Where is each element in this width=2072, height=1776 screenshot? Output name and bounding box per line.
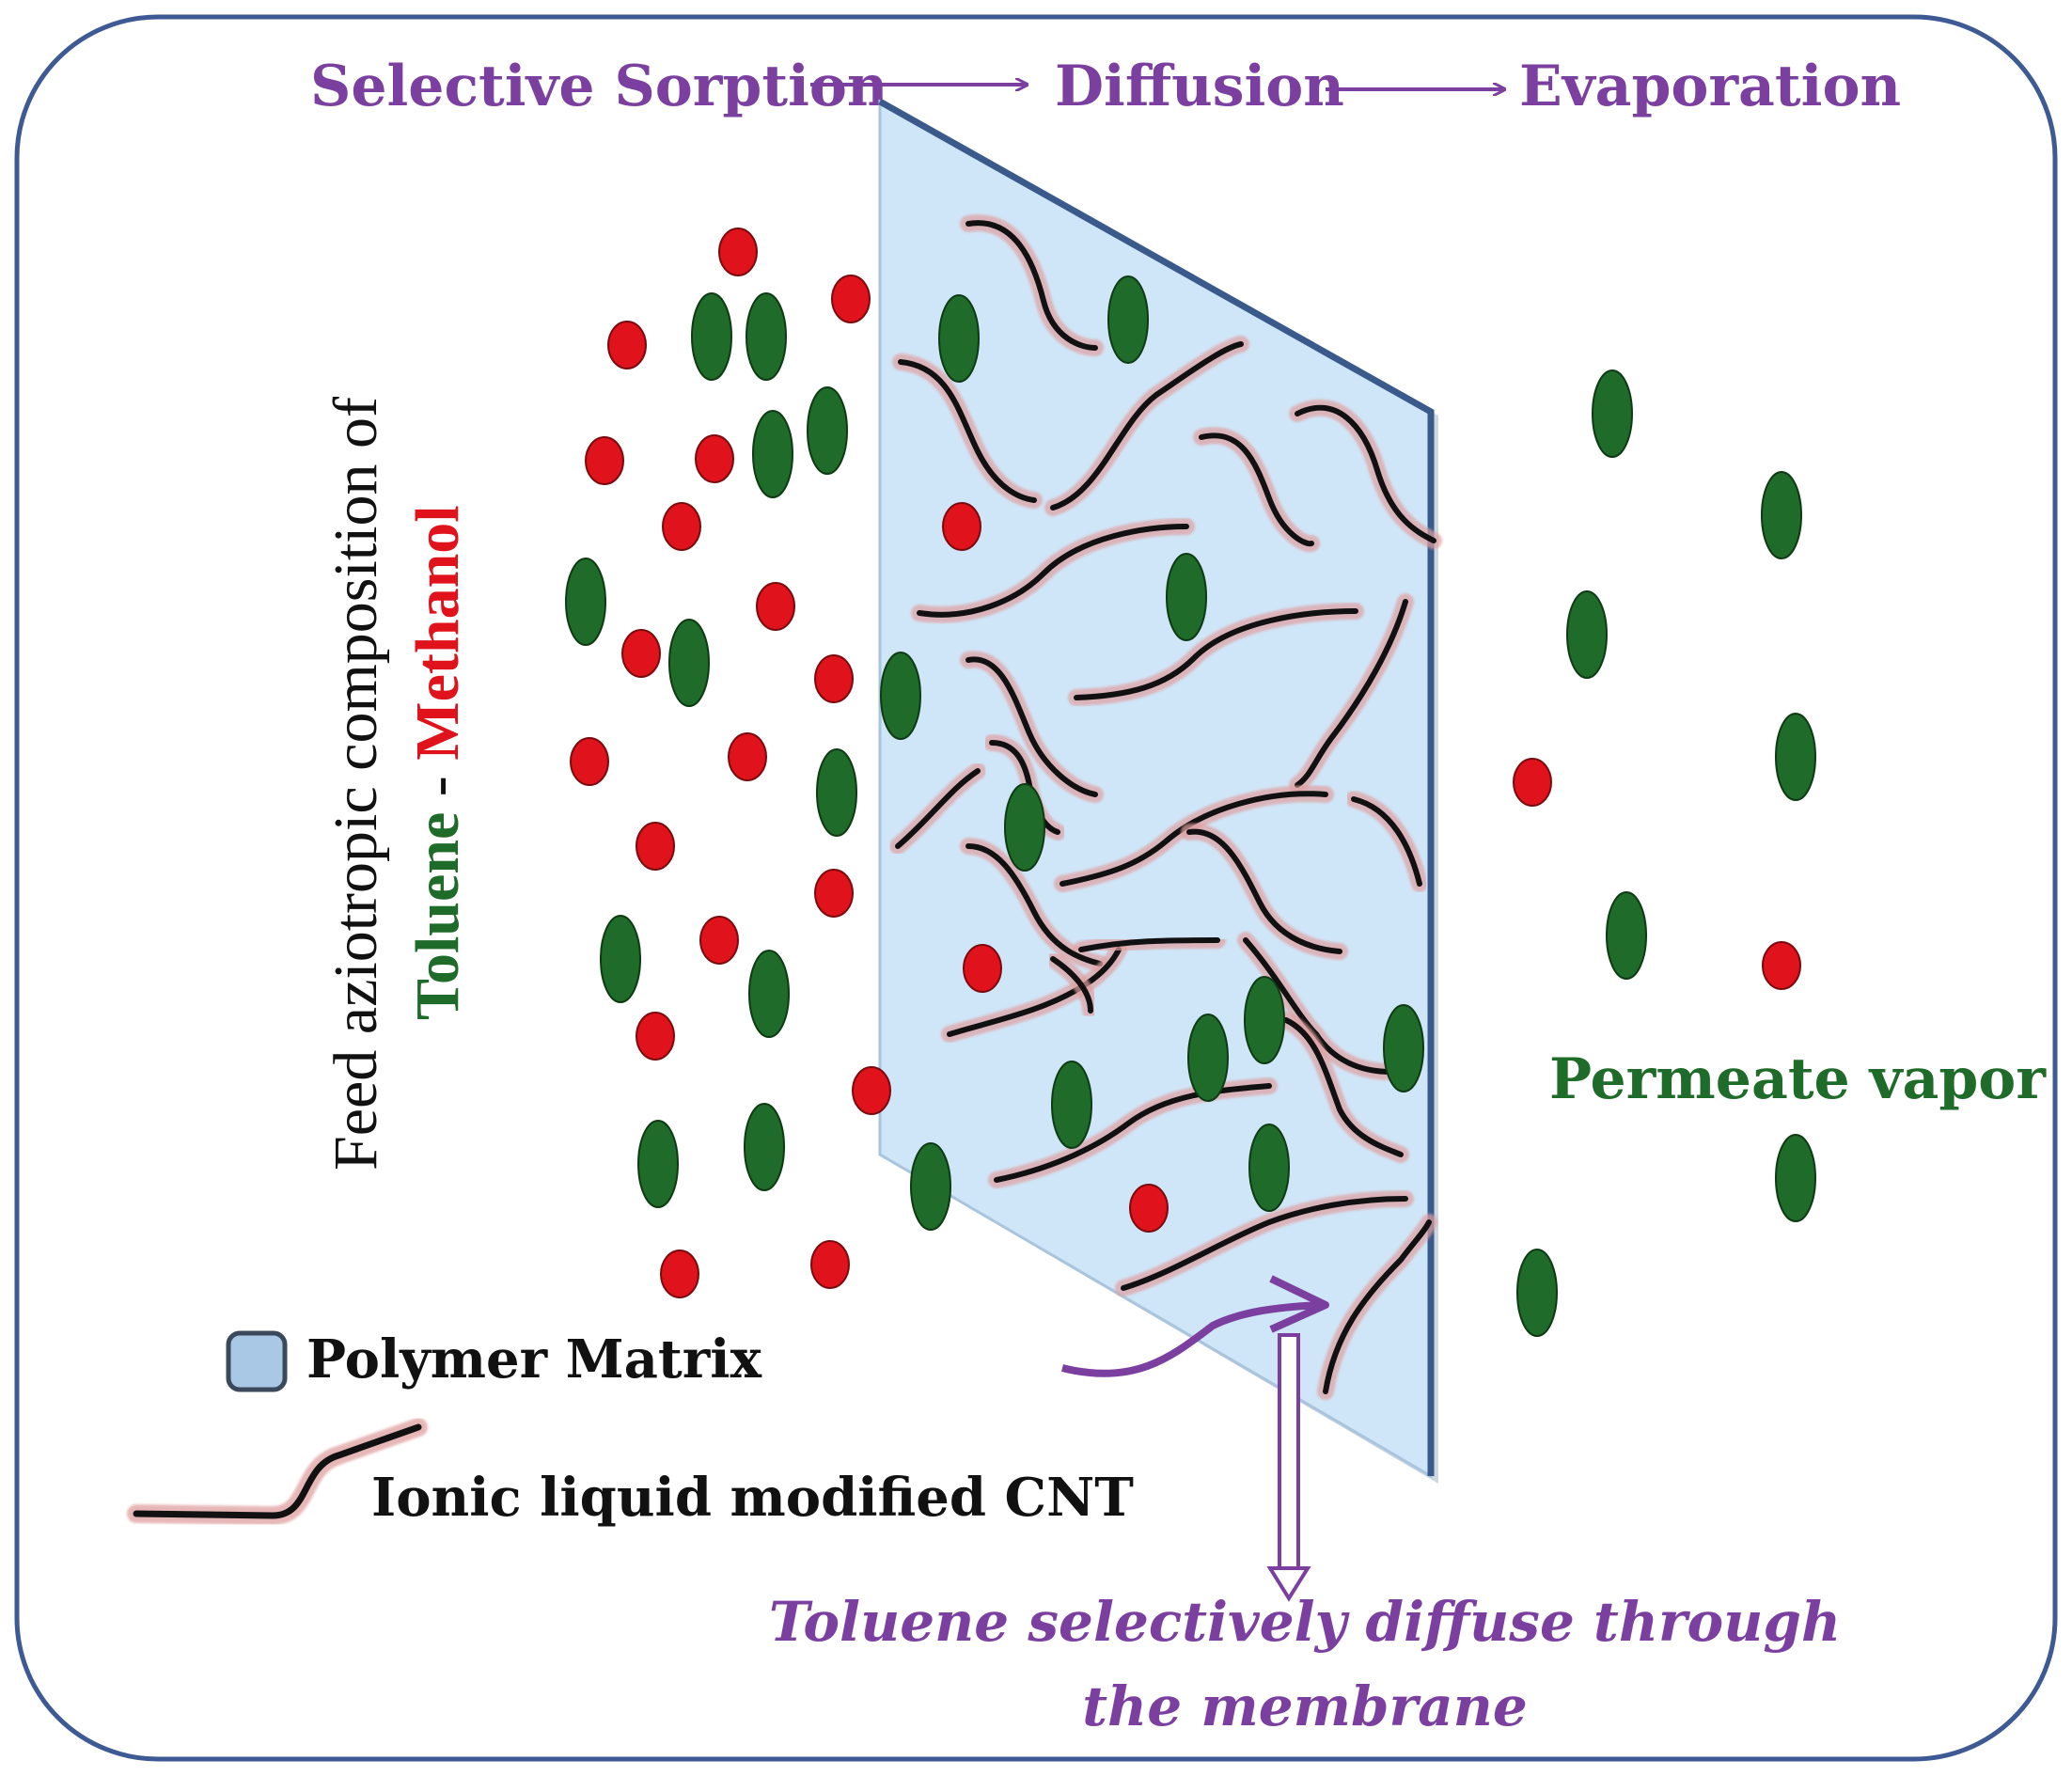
methanol-molecule bbox=[570, 737, 609, 786]
membrane-top-edge bbox=[878, 98, 1435, 1476]
cnt-tube bbox=[965, 220, 1098, 351]
toluene-molecule bbox=[1166, 553, 1207, 641]
permeate-label: Permeate vapor bbox=[1549, 1046, 2047, 1112]
down-arrow bbox=[1266, 1333, 1311, 1602]
cnt-tube bbox=[1186, 828, 1342, 954]
feed-methanol: Methanol bbox=[403, 505, 472, 760]
cnt-tube bbox=[1060, 791, 1328, 887]
toluene-molecule bbox=[938, 294, 980, 383]
methanol-molecule bbox=[814, 869, 854, 918]
methanol-molecule bbox=[718, 228, 758, 276]
cnt-tube bbox=[1199, 432, 1314, 547]
toluene-molecule bbox=[565, 558, 606, 646]
toluene-molecule bbox=[637, 1120, 679, 1208]
cnt-tube bbox=[895, 768, 981, 849]
cnt-tube bbox=[965, 656, 1098, 797]
methanol-molecule bbox=[852, 1066, 891, 1115]
step-evaporation: Evaporation bbox=[1519, 54, 1901, 119]
toluene-molecule bbox=[1107, 275, 1149, 364]
methanol-molecule bbox=[756, 582, 795, 631]
step-diffusion: Diffusion bbox=[1055, 54, 1344, 119]
diffusion-pointer-head bbox=[1269, 1275, 1329, 1333]
toluene-molecule bbox=[1516, 1249, 1558, 1337]
toluene-molecule bbox=[816, 748, 857, 837]
cnt-tube bbox=[1243, 937, 1394, 1075]
feed-label: Feed aziotropic composition of bbox=[322, 397, 390, 1171]
toluene-molecule bbox=[880, 652, 921, 740]
methanol-molecule bbox=[1762, 941, 1801, 990]
cnt-tube bbox=[1295, 404, 1436, 543]
methanol-molecule bbox=[831, 275, 871, 323]
cnt-legend-line bbox=[133, 1423, 422, 1519]
cnt-tube bbox=[1283, 1017, 1404, 1157]
methanol-molecule bbox=[636, 1012, 675, 1061]
toluene-molecule bbox=[668, 619, 710, 707]
toluene-molecule bbox=[746, 292, 787, 381]
feed-toluene: Toluene bbox=[403, 812, 472, 1020]
cnt-tube bbox=[1078, 937, 1220, 952]
membrane bbox=[878, 98, 1438, 1484]
methanol-molecule bbox=[810, 1240, 850, 1289]
cnt-tube bbox=[1074, 608, 1358, 700]
cnt-tube bbox=[1323, 1219, 1432, 1394]
methanol-molecule bbox=[942, 502, 981, 551]
methanol-molecule bbox=[621, 629, 661, 678]
methanol-molecule bbox=[1513, 758, 1552, 807]
methanol-molecule bbox=[585, 436, 624, 485]
cnt-tube bbox=[1050, 956, 1093, 1014]
feed-components: Toluene - Methanol bbox=[403, 505, 472, 1020]
methanol-molecule bbox=[728, 732, 767, 781]
methanol-molecule bbox=[814, 654, 854, 703]
cnt-tube bbox=[1121, 1196, 1408, 1291]
cnt-tube bbox=[1295, 599, 1408, 788]
toluene-molecule bbox=[1383, 1004, 1424, 1092]
methanol-molecule bbox=[636, 822, 675, 871]
down-arrow-shaft bbox=[1278, 1333, 1300, 1572]
note-line1: Toluene selectively diffuse through bbox=[769, 1590, 1841, 1654]
cnt-tube bbox=[917, 524, 1189, 618]
cnt-tube bbox=[898, 359, 1037, 503]
step-selective-sorption: Selective Sorption bbox=[310, 54, 888, 119]
cnt-tube bbox=[1351, 796, 1422, 887]
toluene-molecule bbox=[1775, 713, 1816, 801]
legend-cnt: Ionic liquid modified CNT bbox=[371, 1467, 1134, 1529]
polymer-matrix-swatch bbox=[226, 1330, 288, 1392]
toluene-molecule bbox=[1592, 369, 1633, 458]
methanol-molecule bbox=[662, 502, 701, 551]
toluene-molecule bbox=[1004, 783, 1045, 872]
toluene-molecule bbox=[748, 950, 790, 1038]
toluene-molecule bbox=[1566, 590, 1608, 679]
methanol-molecule bbox=[607, 321, 647, 369]
toluene-molecule bbox=[1244, 976, 1285, 1064]
methanol-molecule bbox=[963, 944, 1002, 993]
toluene-molecule bbox=[1775, 1134, 1816, 1222]
diffusion-pointer-arrow bbox=[1061, 1301, 1322, 1377]
methanol-molecule bbox=[1129, 1184, 1169, 1233]
toluene-molecule bbox=[1606, 891, 1647, 980]
methanol-molecule bbox=[660, 1249, 699, 1298]
note-line2: the membrane bbox=[1082, 1674, 1527, 1738]
toluene-molecule bbox=[807, 386, 848, 475]
molecule-group bbox=[565, 228, 1816, 1337]
cnt-tube bbox=[1050, 341, 1244, 511]
down-arrow-head bbox=[1266, 1566, 1311, 1602]
cnt-group bbox=[889, 214, 1442, 1400]
toluene-molecule bbox=[1051, 1061, 1092, 1149]
toluene-molecule bbox=[1248, 1124, 1290, 1212]
legend: Polymer Matrix Ionic liquid modified CNT bbox=[127, 1328, 1134, 1529]
toluene-molecule bbox=[600, 915, 641, 1003]
toluene-molecule bbox=[744, 1103, 785, 1191]
toluene-molecule bbox=[691, 292, 732, 381]
cnt-tube bbox=[947, 947, 1122, 1037]
feed-separator: - bbox=[403, 761, 472, 812]
toluene-molecule bbox=[910, 1142, 951, 1231]
toluene-molecule bbox=[1187, 1014, 1229, 1102]
feed-line1: Feed aziotropic composition of bbox=[322, 397, 390, 1171]
toluene-molecule bbox=[1761, 471, 1802, 559]
methanol-molecule bbox=[699, 916, 739, 965]
toluene-molecule bbox=[752, 410, 793, 498]
legend-polymer-matrix: Polymer Matrix bbox=[306, 1328, 762, 1391]
methanol-molecule bbox=[695, 434, 734, 483]
